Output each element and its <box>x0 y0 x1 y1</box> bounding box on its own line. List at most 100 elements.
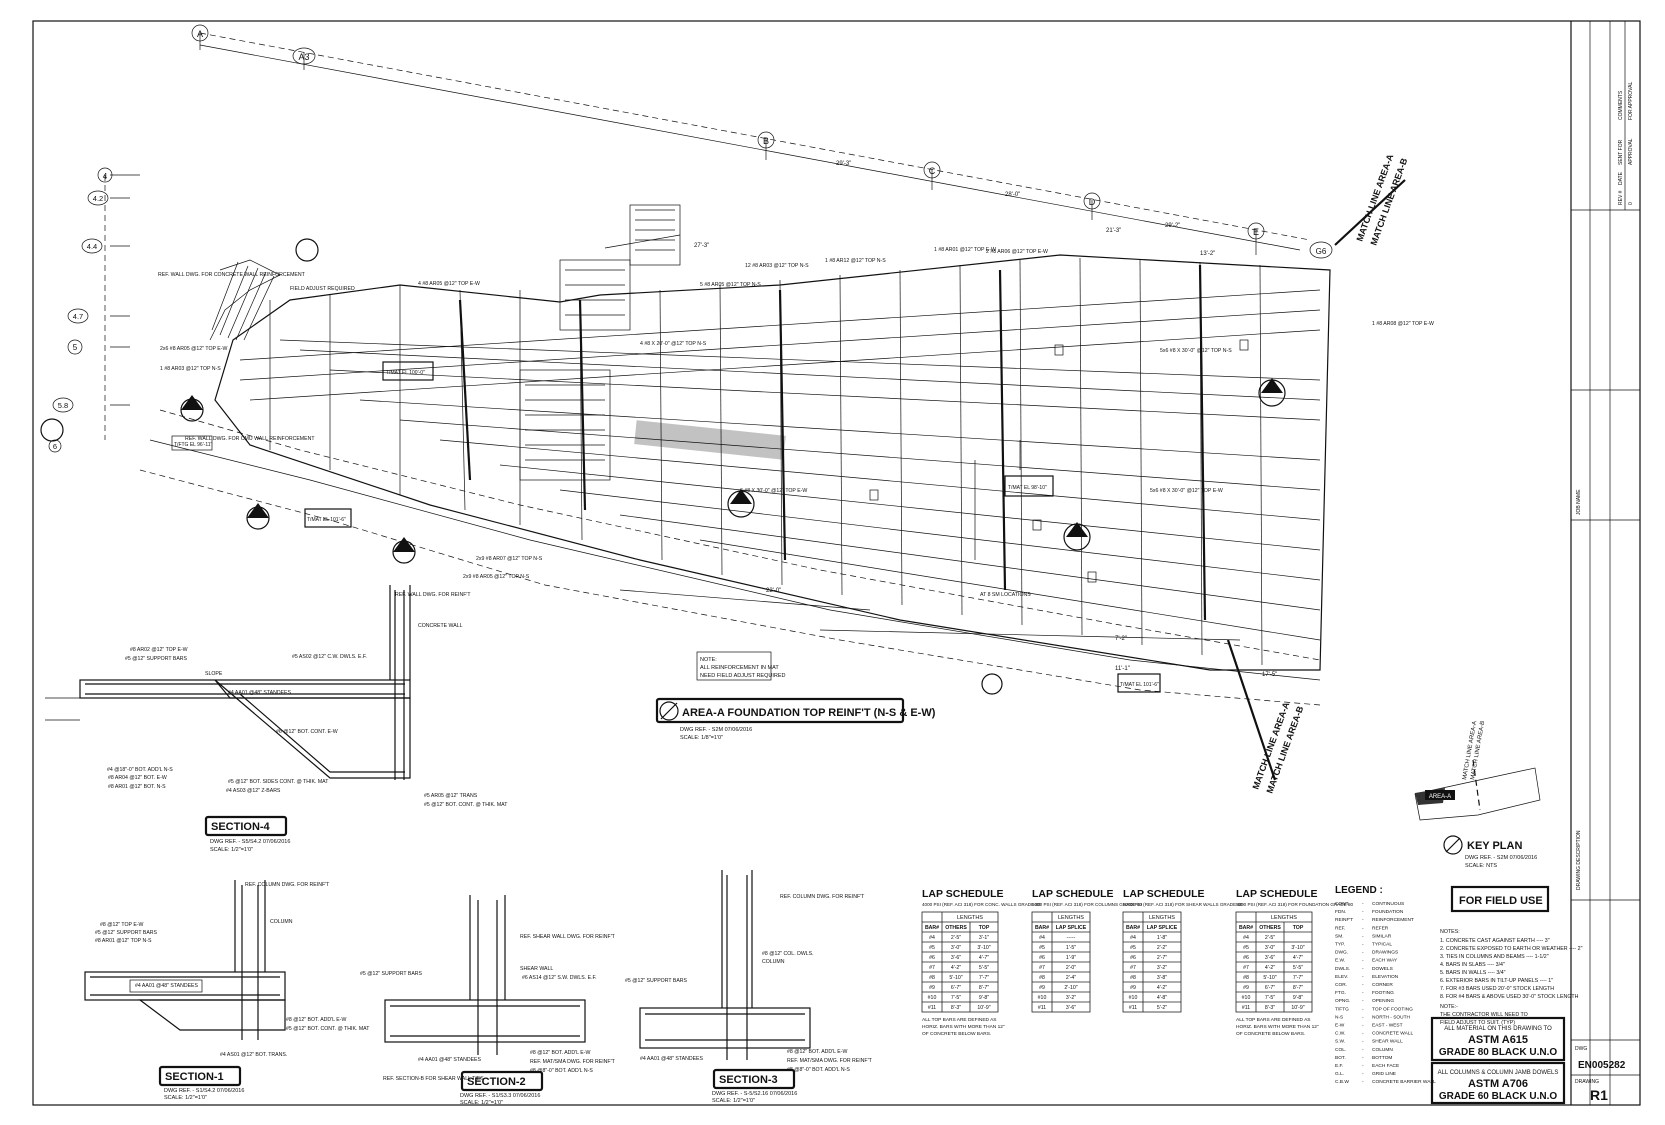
elevation-tag: T/FTG EL 96'-11" <box>174 442 213 448</box>
lap-schedule-cell: 2'-5" <box>951 935 961 941</box>
notes-title: NOTES: <box>1440 929 1460 935</box>
lap-schedule-cell: 6'-7" <box>1265 985 1275 991</box>
section-label: #8 @12" TOP E-W <box>100 922 144 928</box>
legend-title: LEGEND : <box>1335 885 1383 896</box>
rebar-callout: 1 #8 AR03 @12" TOP N-S <box>160 366 221 372</box>
note-item: 8. FOR #4 BARS & ABOVE USED 30'-0" STOCK… <box>1440 994 1579 1000</box>
lap-schedule-cell: 5'-2" <box>1157 1005 1167 1011</box>
lap-schedule-cell: #7 <box>929 965 935 971</box>
legend-abbreviation: T/FTG <box>1335 1006 1349 1012</box>
section-scale: SCALE: 1/2"=1'0" <box>210 847 253 853</box>
dimension-text: 11'-1" <box>1115 666 1130 672</box>
section-label: #5 @12" BOT. CONT. @ THIK. MAT <box>424 802 508 808</box>
svg-text:-: - <box>1362 1072 1364 1077</box>
lap-schedule-cell: 1'-8" <box>1157 935 1167 941</box>
legend-abbreviation: TYP. <box>1335 942 1345 948</box>
lap-schedule-cell: #8 <box>1130 975 1136 981</box>
section-1-detail: REF. COLUMN DWG. FOR REINF'T COLUMN #8 @… <box>84 880 370 1101</box>
grid-bubble-label: B <box>763 136 769 146</box>
section-title: SECTION-2 <box>467 1076 526 1088</box>
legend-abbreviation: S.W. <box>1335 1039 1345 1045</box>
key-plan-scale: SCALE: NTS <box>1465 863 1497 869</box>
legend-meaning: CONCRETE WALL <box>1372 1031 1413 1037</box>
lap-schedule-cell: 2'-7" <box>1157 955 1167 961</box>
revision-header: DATE <box>1618 171 1624 185</box>
note-item: FIELD ADJUST TO SUIT. (TYP) <box>1440 1020 1515 1026</box>
legend-abbreviation: BOT. <box>1335 1055 1346 1061</box>
note-line: NEED FIELD ADJUST REQUIRED <box>700 673 785 679</box>
legend-abbreviation: ELEV. <box>1335 974 1348 980</box>
elevation-tag: T/MAT EL 98'-10" <box>1008 485 1047 491</box>
section-label: #4 AA01 @48" STANDEES <box>418 1057 481 1063</box>
lap-schedule-header: TOP <box>979 925 990 931</box>
plan-reference: DWG REF. - S2M 07/06/2016 <box>680 727 752 733</box>
lap-schedule-group-header: LENGTHS <box>957 915 983 921</box>
legend-meaning: TOP OF FOOTING <box>1372 1006 1413 1012</box>
lap-schedule-header: OTHERS <box>1259 925 1281 931</box>
revision-label: DRAWING <box>1575 1079 1599 1085</box>
lap-schedule-cell: 1'-9" <box>1066 955 1076 961</box>
plan-callouts: 1 #8 AR01 @12" TOP E-W 2 #8 AR06 @12" TO… <box>160 247 1434 580</box>
lap-schedule-group-header: LENGTHS <box>1271 915 1297 921</box>
material-note: ALL COLUMNS & COLUMN JAMB DOWELS <box>1438 1070 1559 1076</box>
section-marker[interactable] <box>981 673 1003 695</box>
section-reference: DWG REF. - S-5/S2.16 07/06/2016 <box>712 1091 797 1097</box>
wall-reference-note: REF. WALL DWG. FOR CONCRETE WALL REINFOR… <box>158 272 306 278</box>
note-item: THE CONTRACTOR WILL NEED TO <box>1440 1012 1528 1018</box>
lap-schedule-cell: 5'-10" <box>949 975 962 981</box>
key-plan-reference: DWG REF. - S2M 07/06/2016 <box>1465 855 1537 861</box>
material-spec: ASTM A615 <box>1468 1034 1528 1046</box>
lap-schedule-cell: 3'-10" <box>977 945 990 951</box>
lap-schedule-cell: 2'-10" <box>1064 985 1077 991</box>
dimension-text: 17'-5" <box>1262 672 1277 678</box>
legend: LEGEND : CONT.-CONTINUOUSFDN.-FOUNDATION… <box>1335 885 1436 1085</box>
svg-text:-: - <box>1362 967 1364 972</box>
svg-text:-: - <box>1362 918 1364 923</box>
grid-bubbles-top: A A3 B C D E G6 <box>191 24 1333 259</box>
note-item: 7. FOR #3 BARS USED 20'-0" STOCK LENGTH <box>1440 986 1554 992</box>
rebar-callout: 4 #8 X 20'-0" @12" TOP N-S <box>640 341 707 347</box>
lap-schedule-cell: #11 <box>1129 1005 1137 1011</box>
section-label: #4 AS01 @12" BOT. TRANS. <box>220 1052 287 1058</box>
section-title: SECTION-4 <box>211 821 271 833</box>
lap-schedule-cell: #8 <box>1243 975 1249 981</box>
lap-schedule-subtitle: 4000 PSI (REF. ACI 318) FOR CONC. WALLS … <box>922 902 1041 907</box>
section-marker[interactable] <box>295 238 319 262</box>
rebar-callout: 2x6 #8 AR05 @12" TOP E-W <box>160 346 227 352</box>
lap-schedule-cell: 9'-8" <box>1293 995 1303 1001</box>
section-marker[interactable] <box>40 418 64 442</box>
section-label: #8 @12" BOT. ADD'L E-W <box>286 1017 346 1023</box>
key-plan-area-label: AREA-A <box>1429 794 1451 800</box>
lap-schedule-title: LAP SCHEDULE <box>1123 888 1204 900</box>
svg-text:-: - <box>1362 902 1364 907</box>
lap-schedule-cell: 10'-9" <box>977 1005 990 1011</box>
lap-schedule-cell: #9 <box>1039 985 1045 991</box>
legend-meaning: DOWELS <box>1372 966 1393 972</box>
title-block-label: JOB NAME <box>1576 489 1582 515</box>
lap-schedule-cell: 5'-10" <box>1263 975 1276 981</box>
lap-schedule-cell: #5 <box>1243 945 1249 951</box>
lap-schedule-header: BAR# <box>1239 925 1253 931</box>
legend-abbreviation: E-W <box>1335 1023 1345 1029</box>
title-block-label: DRAWING DESCRIPTION <box>1576 830 1582 890</box>
legend-meaning: TYPICAL <box>1372 942 1392 948</box>
lap-schedule-cell: 1'-5" <box>1066 945 1076 951</box>
elevation-tag: T/MAT EL 101'-6" <box>307 517 346 523</box>
legend-meaning: EACH FACE <box>1372 1063 1399 1069</box>
section-label: #4 AS03 @12" Z-BARS <box>226 788 281 794</box>
lap-schedule-cell: 4'-7" <box>979 955 989 961</box>
grid-bubble-label: 5 <box>73 343 78 352</box>
note-item: 6. EXTERIOR BARS IN TILT-UP PANELS ---- … <box>1440 978 1553 984</box>
section-label: COLUMN <box>270 919 293 925</box>
legend-meaning: CORNER <box>1372 982 1393 988</box>
lap-schedule-cell: 3'-6" <box>951 955 961 961</box>
revision-header: REV # <box>1618 190 1624 205</box>
lap-schedule-header: BAR# <box>1126 925 1140 931</box>
lap-schedule-cell: #5 <box>1130 945 1136 951</box>
revision-cell: FOR APPROVAL <box>1628 82 1634 120</box>
lap-schedule-cell: 3'-1" <box>979 935 989 941</box>
rebar-callout: 2 #8 AR06 @12" TOP E-W <box>986 249 1048 255</box>
section-label: #5 @12" SUPPORT BARS <box>95 930 158 936</box>
